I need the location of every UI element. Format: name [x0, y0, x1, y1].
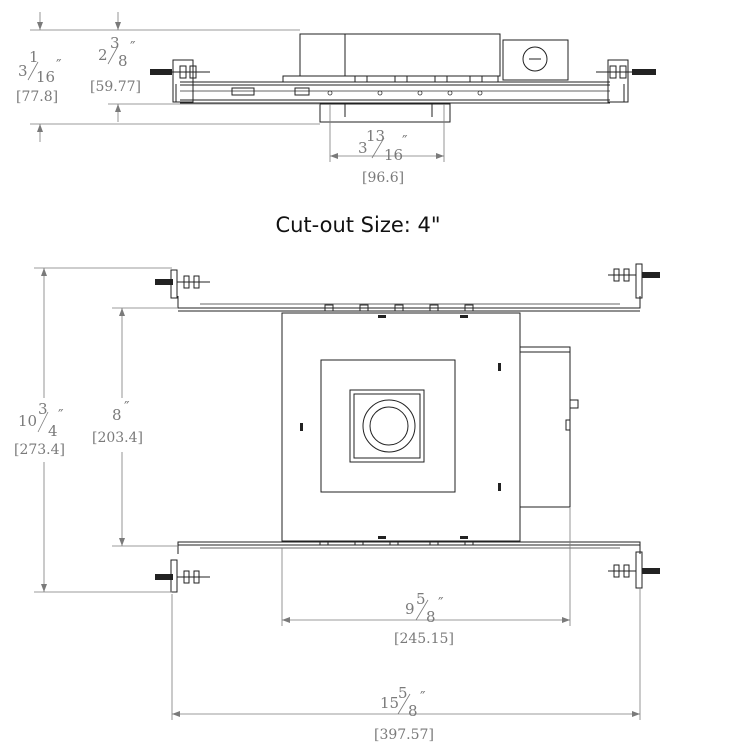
plan-body-width-den: 8: [426, 608, 436, 626]
side-box-width-whole: 3: [358, 139, 368, 157]
side-box-width-metric: [96.6]: [362, 170, 404, 186]
cutout-size-title: Cut-out Size: 4": [275, 213, 440, 237]
side-box-width-den: 16: [384, 146, 403, 164]
side-box-width-mark: ″: [402, 132, 408, 150]
side-overall-height-num: 1: [29, 48, 39, 66]
plan-body-width-metric: [245.15]: [394, 631, 454, 647]
plan-overall-height-whole: 10: [18, 412, 37, 430]
dim-side-box-width: 3 13 16 ″ [96.6]: [329, 104, 445, 186]
side-overall-height-whole: 3: [18, 62, 28, 80]
hanger-screw-bottom-right: [608, 551, 660, 589]
side-body-height-den: 8: [118, 52, 128, 70]
lens-square: [349, 389, 425, 463]
side-trim-plate: [319, 103, 451, 123]
side-body-height-whole: 2: [98, 46, 108, 64]
plan-overall-height-mark: ″: [58, 406, 64, 424]
plan-overall-width-mark: ″: [420, 688, 426, 706]
plan-body-height-whole: 8: [112, 406, 122, 424]
plan-overall-height-num: 3: [38, 400, 48, 418]
left-hanger-bracket: [150, 59, 210, 103]
dim-plan-body-height: 8 ″ [203.4]: [92, 307, 178, 547]
junction-box-knockout: [502, 39, 569, 81]
plan-overall-height-den: 4: [48, 422, 58, 440]
side-overall-height-metric: [77.8]: [16, 89, 58, 105]
hanger-screw-top-left: [155, 269, 210, 299]
side-body-height-mark: ″: [130, 38, 136, 56]
plan-bottom-rail: [177, 541, 641, 554]
hanger-screw-top-right: [608, 263, 660, 299]
plan-top-rail: [177, 296, 641, 309]
plan-body-height-metric: [203.4]: [92, 430, 143, 446]
plan-body-height-mark: ″: [124, 398, 130, 416]
dim-plan-overall-height: 10 3 4 ″ [273.4]: [14, 267, 172, 593]
hanger-screw-bottom-left: [155, 559, 210, 593]
side-body-height-metric: [59.77]: [90, 79, 141, 95]
lens-outer-ring: [362, 399, 416, 453]
plan-overall-width-whole: 15: [380, 694, 399, 712]
dim-plan-overall-width: 15 5 8 ″ [397.57]: [171, 588, 641, 743]
housing: [281, 312, 521, 542]
right-hanger-bracket: [596, 59, 656, 103]
side-overall-height-mark: ″: [56, 56, 62, 74]
dim-side-body-height: 2 3 8 ″ [59.77]: [90, 12, 320, 122]
plan-body-width-num: 5: [416, 590, 426, 608]
side-view: 3 1 16 ″ [77.8] 2 3 8 ″ [59.77]: [16, 12, 656, 186]
plan-overall-width-den: 8: [408, 702, 418, 720]
plan-view: 10 3 4 ″ [273.4] 8 ″ [203.4] 9: [14, 263, 660, 743]
lens-inner-ring: [369, 406, 409, 446]
plan-overall-width-num: 5: [398, 684, 408, 702]
dim-side-overall-height: 3 1 16 ″ [77.8]: [16, 12, 320, 142]
dim-plan-body-width: 9 5 8 ″ [245.15]: [281, 508, 571, 647]
plan-overall-height-metric: [273.4]: [14, 442, 65, 458]
plan-body-width-whole: 9: [405, 600, 415, 618]
junction-box: [299, 33, 501, 77]
plan-body-width-mark: ″: [438, 594, 444, 612]
trim-square: [320, 359, 456, 493]
plan-overall-width-metric: [397.57]: [374, 727, 434, 743]
side-overall-height-den: 16: [36, 68, 55, 86]
side-body-height-num: 3: [110, 34, 120, 52]
plan-junction-box: [519, 346, 571, 508]
side-box-width-num: 13: [366, 127, 385, 145]
